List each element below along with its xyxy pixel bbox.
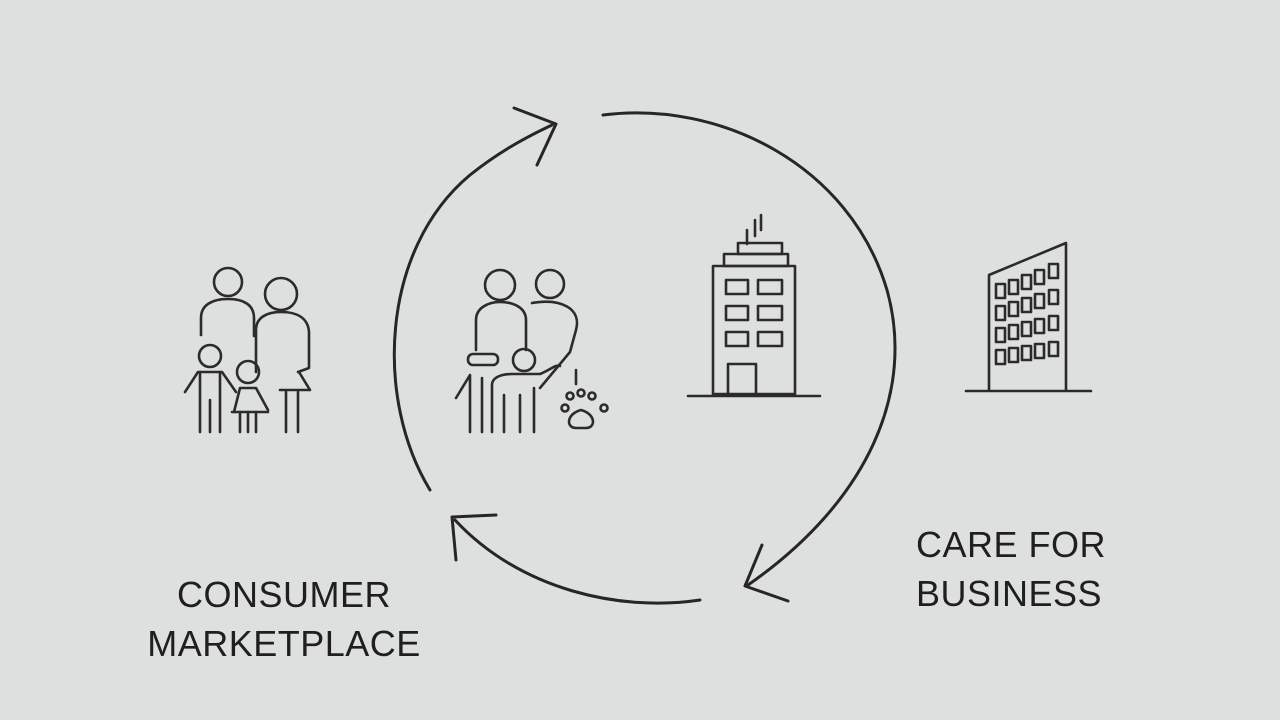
- adult-legs-2: [284, 390, 300, 434]
- cycle-arc-top-left: [392, 123, 554, 492]
- consumer-label-line2: MARKETPLACE: [147, 623, 421, 664]
- building-window: [756, 278, 784, 296]
- office-building-icon: [686, 213, 822, 398]
- adult-head-2: [263, 276, 299, 312]
- building-window: [756, 330, 784, 348]
- building-window: [756, 304, 784, 322]
- child-body: [490, 364, 562, 434]
- child-dress-2: [232, 386, 270, 414]
- building-door: [726, 362, 758, 396]
- adult-arm-2: [530, 300, 579, 390]
- adult-body-2: [254, 310, 311, 374]
- adult-body: [474, 300, 528, 352]
- cycle-arc-right: [601, 111, 897, 587]
- family-with-pet-icon: [454, 268, 609, 434]
- adult-head: [212, 266, 244, 298]
- consumer-marketplace-label: CONSUMER MARKETPLACE: [138, 570, 430, 668]
- building-facade: [711, 264, 797, 396]
- family-icon: [183, 266, 312, 434]
- child-head: [511, 347, 537, 373]
- adult-body: [199, 297, 256, 338]
- business-label-line2: BUSINESS: [916, 573, 1103, 614]
- care-for-business-label: CARE FOR BUSINESS: [916, 520, 1106, 618]
- building-icon: [964, 241, 1093, 393]
- child-body: [198, 370, 222, 434]
- child-head: [197, 343, 223, 369]
- building-cap: [722, 252, 790, 268]
- cycle-arrows-icon: [392, 106, 897, 605]
- building-window: [724, 278, 750, 296]
- hand-shape: [466, 352, 500, 367]
- building-antenna: [745, 213, 763, 246]
- building-roof-block: [736, 241, 784, 256]
- building-window: [724, 304, 750, 322]
- tower-outline: [987, 241, 1068, 392]
- adult-skirt-2: [278, 370, 312, 392]
- building-window: [724, 330, 750, 348]
- cycle-arrowhead-bottom-left: [450, 513, 498, 562]
- business-label-line1: CARE FOR: [916, 524, 1107, 565]
- child-head-2: [235, 359, 261, 385]
- tower-windows: [994, 262, 1060, 366]
- adult-head: [483, 268, 517, 302]
- adult-head-2: [534, 268, 566, 300]
- paw-icon: [560, 388, 609, 430]
- consumer-label-line1: CONSUMER: [176, 574, 391, 615]
- cycle-arrowhead-top: [512, 106, 558, 167]
- adult-legs: [454, 373, 484, 434]
- child-legs-2: [238, 410, 258, 434]
- child-arms: [183, 370, 238, 394]
- cycle-arrowhead-bottom-right: [743, 543, 790, 603]
- child-legs: [502, 386, 536, 434]
- cycle-arc-bottom: [453, 518, 702, 605]
